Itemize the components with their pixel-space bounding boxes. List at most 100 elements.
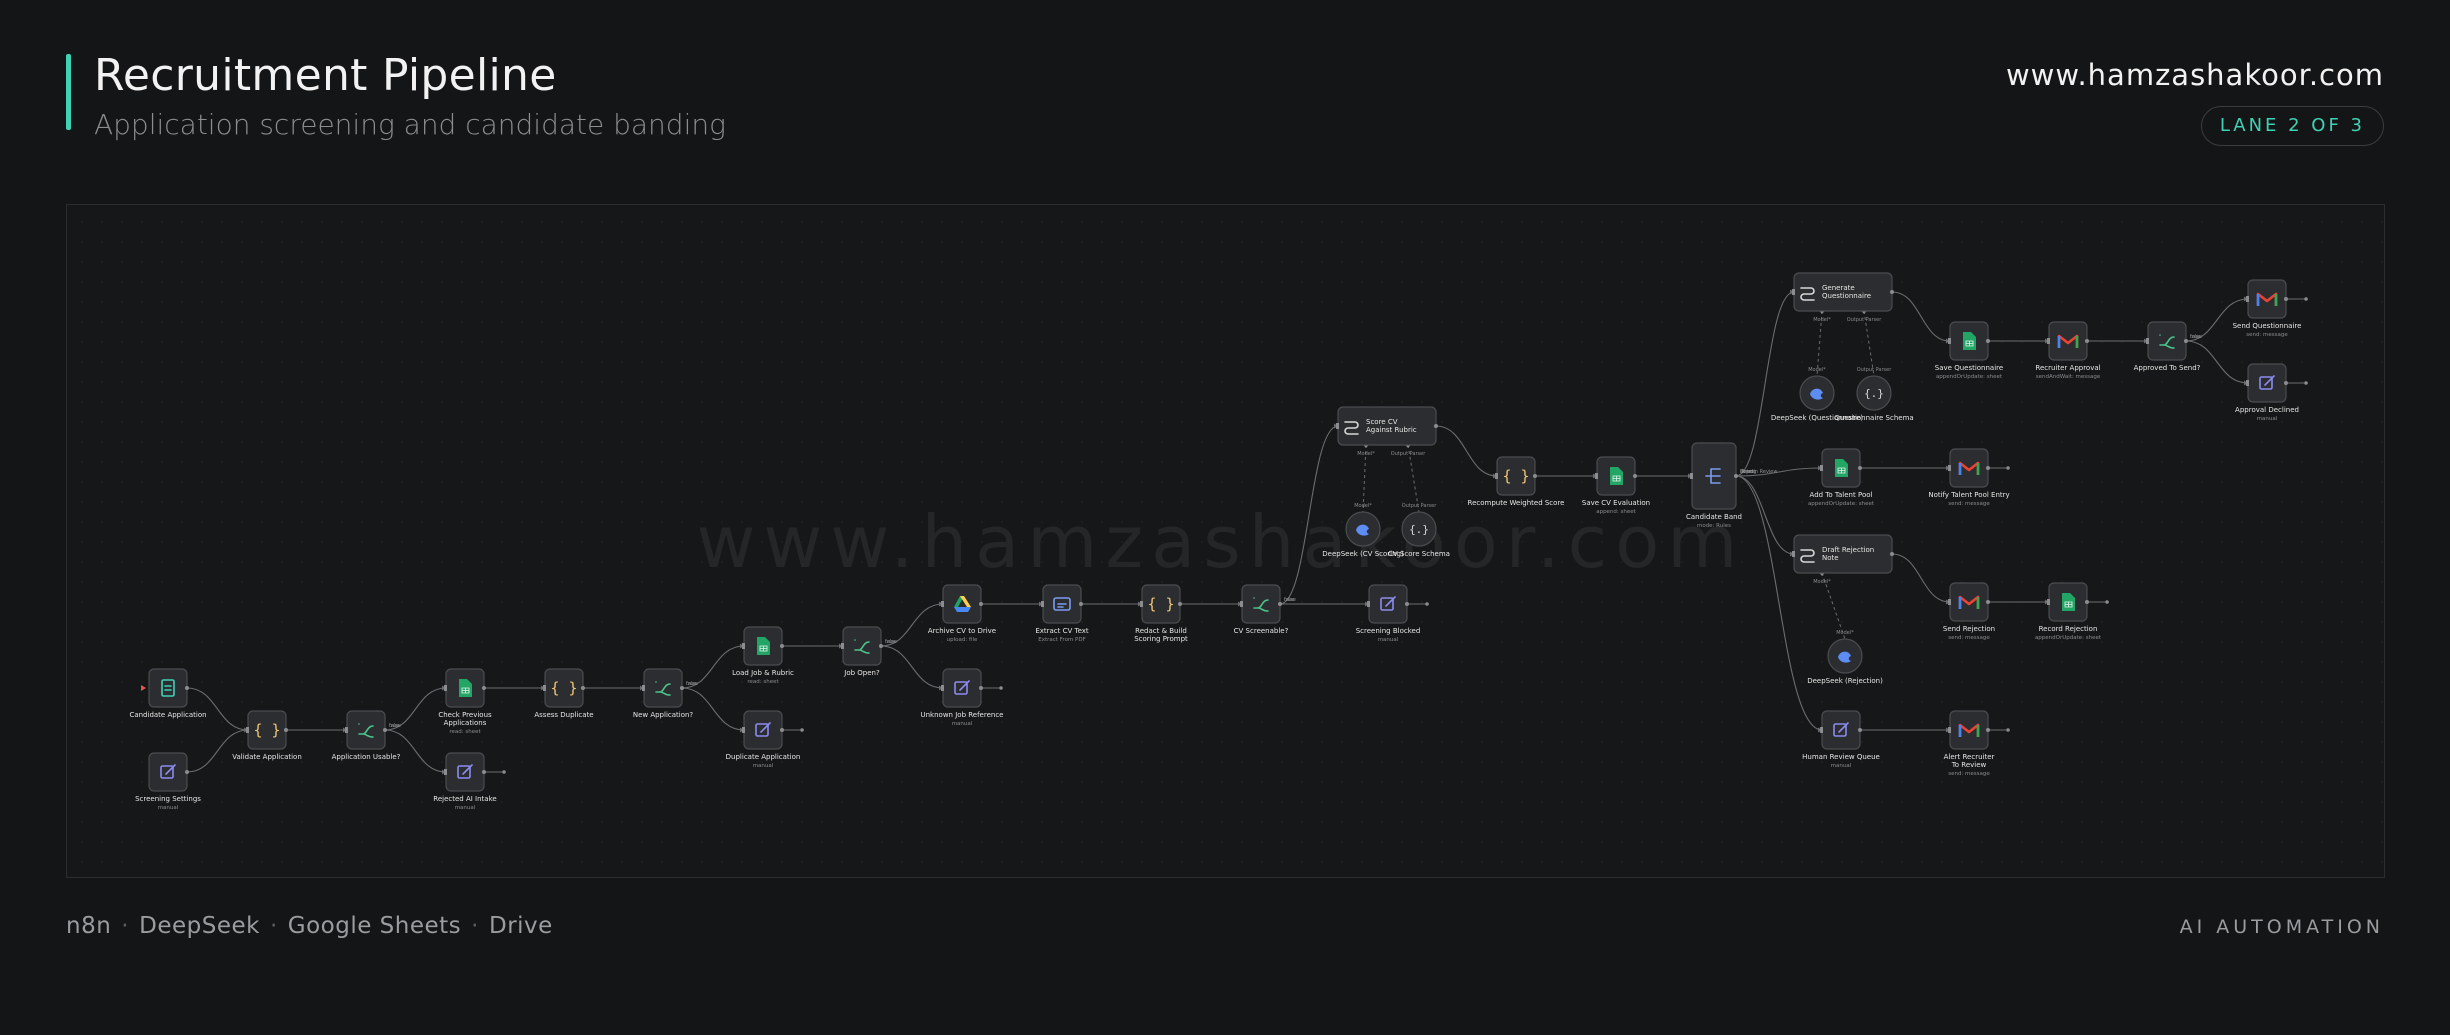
node-candidate-application[interactable]: Candidate Application	[129, 668, 207, 719]
node-label: Validate Application	[232, 753, 302, 761]
tech-stack: n8n·DeepSeek·Google Sheets·Drive	[66, 913, 553, 939]
output-port	[1533, 474, 1537, 478]
stack-separator: ·	[269, 913, 278, 939]
connection-line	[880, 603, 944, 647]
node-approved-to-send[interactable]: Approved To Send?	[2134, 321, 2201, 372]
node-label: Application Usable?	[332, 753, 401, 761]
node-subtitle: send: message	[1948, 771, 1990, 777]
node-body	[1241, 584, 1281, 624]
output-endpoint	[2304, 381, 2308, 385]
output-port	[1079, 602, 1083, 606]
node-duplicate-application[interactable]: Duplicate Application manual	[726, 710, 801, 769]
sub-port-label: Output Parser	[1857, 367, 1893, 373]
node-subtitle: append: sheet	[1596, 509, 1636, 515]
title-accent-bar	[66, 54, 71, 130]
node-subtitle: manual	[753, 763, 774, 769]
node-label: Duplicate Application	[726, 753, 801, 761]
sub-connection-line	[1816, 310, 1823, 377]
node-cv-screenable[interactable]: CV Screenable?	[1234, 584, 1289, 635]
node-label: CV Score Schema	[1388, 550, 1450, 558]
node-deepseek-rejection[interactable]: DeepSeek (Rejection)	[1807, 638, 1883, 685]
output-port	[1633, 474, 1637, 478]
node-cv-score-schema[interactable]: {.}CV Score Schema	[1388, 511, 1450, 558]
deepseek-icon	[1356, 524, 1369, 536]
edit-icon	[1833, 723, 1847, 737]
sub-port-label: Model*	[1813, 579, 1831, 585]
output-port	[1734, 474, 1738, 478]
connection-line	[681, 687, 745, 731]
schema-icon: {.}	[1864, 387, 1884, 400]
output-endpoint	[502, 770, 506, 774]
node-recompute-weighted-score[interactable]: { }Recompute Weighted Score	[1468, 456, 1565, 507]
node-application-usable[interactable]: Application Usable?	[332, 710, 401, 761]
node-new-application[interactable]: New Application?	[633, 668, 694, 719]
website-url[interactable]: www.hamzashakoor.com	[2005, 58, 2384, 92]
node-label: Screening Blocked	[1356, 627, 1421, 635]
node-label: Load Job & Rubric	[732, 669, 794, 677]
code-icon: { }	[253, 721, 280, 739]
if-icon	[2159, 334, 2175, 349]
output-port	[482, 770, 486, 774]
branch-label: Reject	[1740, 469, 1756, 475]
node-subtitle: manual	[455, 805, 476, 811]
output-endpoint	[2304, 297, 2308, 301]
branch-label: false	[389, 723, 401, 729]
trigger-marker-icon	[141, 685, 146, 691]
node-subtitle: Extract From PDF	[1038, 637, 1086, 643]
connection-line	[186, 687, 249, 731]
node-job-open[interactable]: Job Open?	[841, 626, 883, 677]
node-label: Questionnaire Schema	[1834, 414, 1913, 422]
sub-port-label: Model*	[1808, 367, 1826, 373]
input-port	[444, 685, 447, 691]
node-body	[842, 626, 882, 666]
input-port	[642, 685, 645, 691]
node-deepseek-cv-scoring[interactable]: DeepSeek (CV Scoring)	[1322, 511, 1404, 558]
stack-item-n8n: n8n	[66, 913, 112, 939]
node-deepseek-questionnaire[interactable]: DeepSeek (Questionnaire)	[1771, 375, 1864, 422]
node-body	[2147, 321, 2187, 361]
output-port	[1890, 290, 1894, 294]
node-subtitle: appendOrUpdate: sheet	[1936, 374, 2003, 380]
output-endpoint	[1425, 602, 1429, 606]
node-assess-duplicate[interactable]: { }Assess Duplicate	[534, 668, 594, 719]
if-icon	[854, 639, 870, 654]
connection-line	[1735, 291, 1795, 477]
branch-label: true	[389, 723, 399, 729]
stack-item-deepseek: DeepSeek	[139, 913, 260, 939]
node-label: Send Questionnaire	[2233, 322, 2302, 330]
footer-tag: AI AUTOMATION	[2179, 916, 2384, 938]
node-questionnaire-schema[interactable]: {.} Questionnaire Schema	[1834, 375, 1914, 422]
node-validate-application[interactable]: { } Validate Application	[232, 710, 302, 761]
branch-label: true	[1284, 597, 1294, 603]
output-port	[383, 728, 387, 732]
input-port	[1367, 601, 1370, 607]
sub-port-label: Model*	[1357, 451, 1375, 457]
output-port	[2184, 339, 2188, 343]
